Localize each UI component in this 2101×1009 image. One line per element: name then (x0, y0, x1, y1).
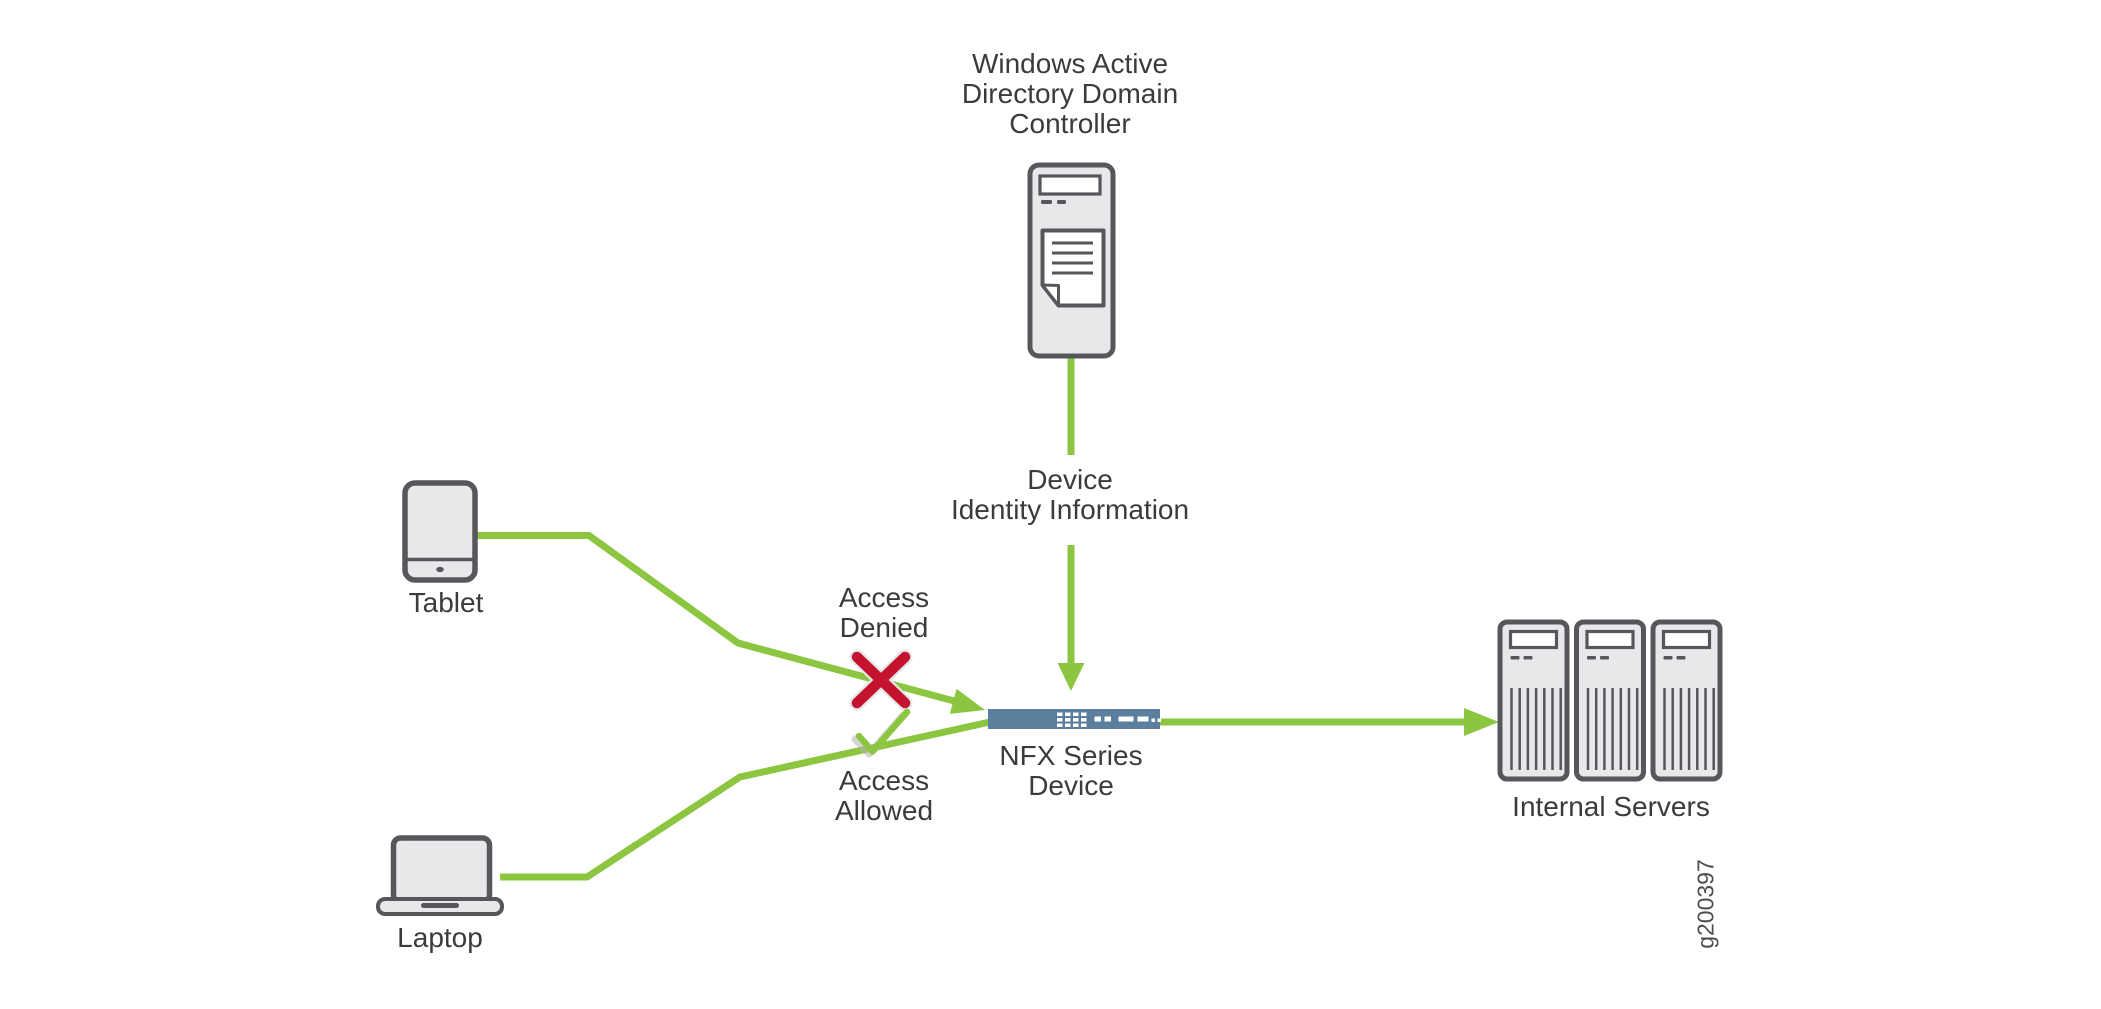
allowed-check-icon (851, 708, 911, 758)
nfx-to-servers-line (1158, 708, 1499, 736)
ad-controller-label: Windows Active Directory Domain Controll… (961, 48, 1179, 139)
nfx-device-label: NFX Series Device (999, 740, 1143, 801)
ad-server-icon (1027, 162, 1116, 359)
server-tower-icon (1497, 619, 1570, 782)
tablet-icon (402, 480, 478, 583)
device-identity-label: Device Identity Information (950, 464, 1190, 525)
device-identity-arrow (1057, 356, 1085, 691)
internal-servers-icon (1497, 619, 1723, 782)
switch-ports (1057, 712, 1161, 727)
figure-number: g200397 (1692, 859, 1719, 949)
nfx-device-icon (988, 709, 1161, 729)
internal-servers-label: Internal Servers (1512, 791, 1710, 822)
access-allowed-label: Access Allowed (834, 765, 934, 826)
access-denied-label: Access Denied (838, 582, 930, 643)
tablet-connection-line (474, 532, 985, 714)
document-icon (1040, 228, 1106, 308)
laptop-icon (376, 835, 504, 916)
tablet-label: Tablet (408, 587, 484, 618)
laptop-label: Laptop (397, 922, 483, 953)
denied-x-icon (849, 649, 913, 711)
server-tower-icon (1650, 619, 1723, 782)
server-tower-icon (1574, 619, 1646, 782)
